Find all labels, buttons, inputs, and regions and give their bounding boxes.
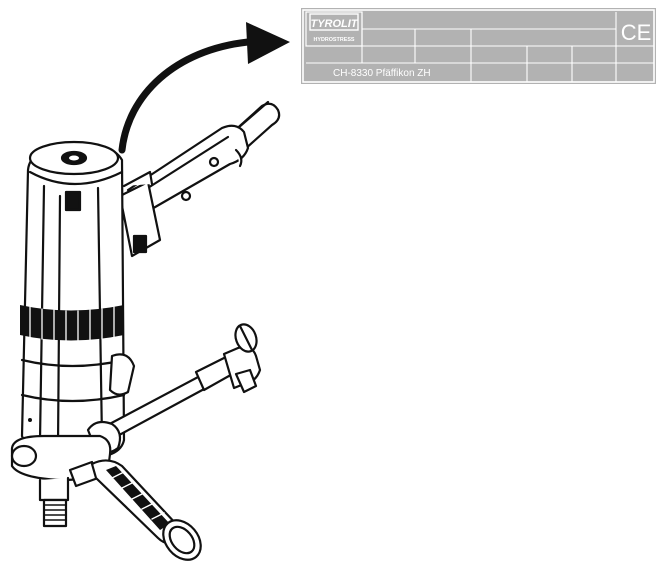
- sub-brand-name: HYDROSTRESS: [313, 37, 354, 43]
- nameplate-grid: [306, 12, 654, 82]
- brand-logo-box: [309, 13, 359, 31]
- nameplate: TYROLIT HYDROSTRESS CE CH-8330 Pfäffikon…: [301, 8, 656, 84]
- ce-mark: CE: [621, 20, 652, 45]
- motor-body: [20, 140, 136, 460]
- curved-arrow-icon: [118, 22, 290, 154]
- side-handle: [68, 459, 202, 561]
- manufacturer-address: CH-8330 Pfäffikon ZH: [333, 68, 431, 79]
- core-drill-motor-icon: [10, 100, 281, 561]
- spindle-housing: [10, 434, 112, 528]
- nameplate-logo: TYROLIT HYDROSTRESS: [305, 11, 363, 47]
- vent-ring: [20, 305, 124, 341]
- rear-handle: [118, 100, 281, 258]
- brand-name: TYROLIT: [310, 18, 358, 30]
